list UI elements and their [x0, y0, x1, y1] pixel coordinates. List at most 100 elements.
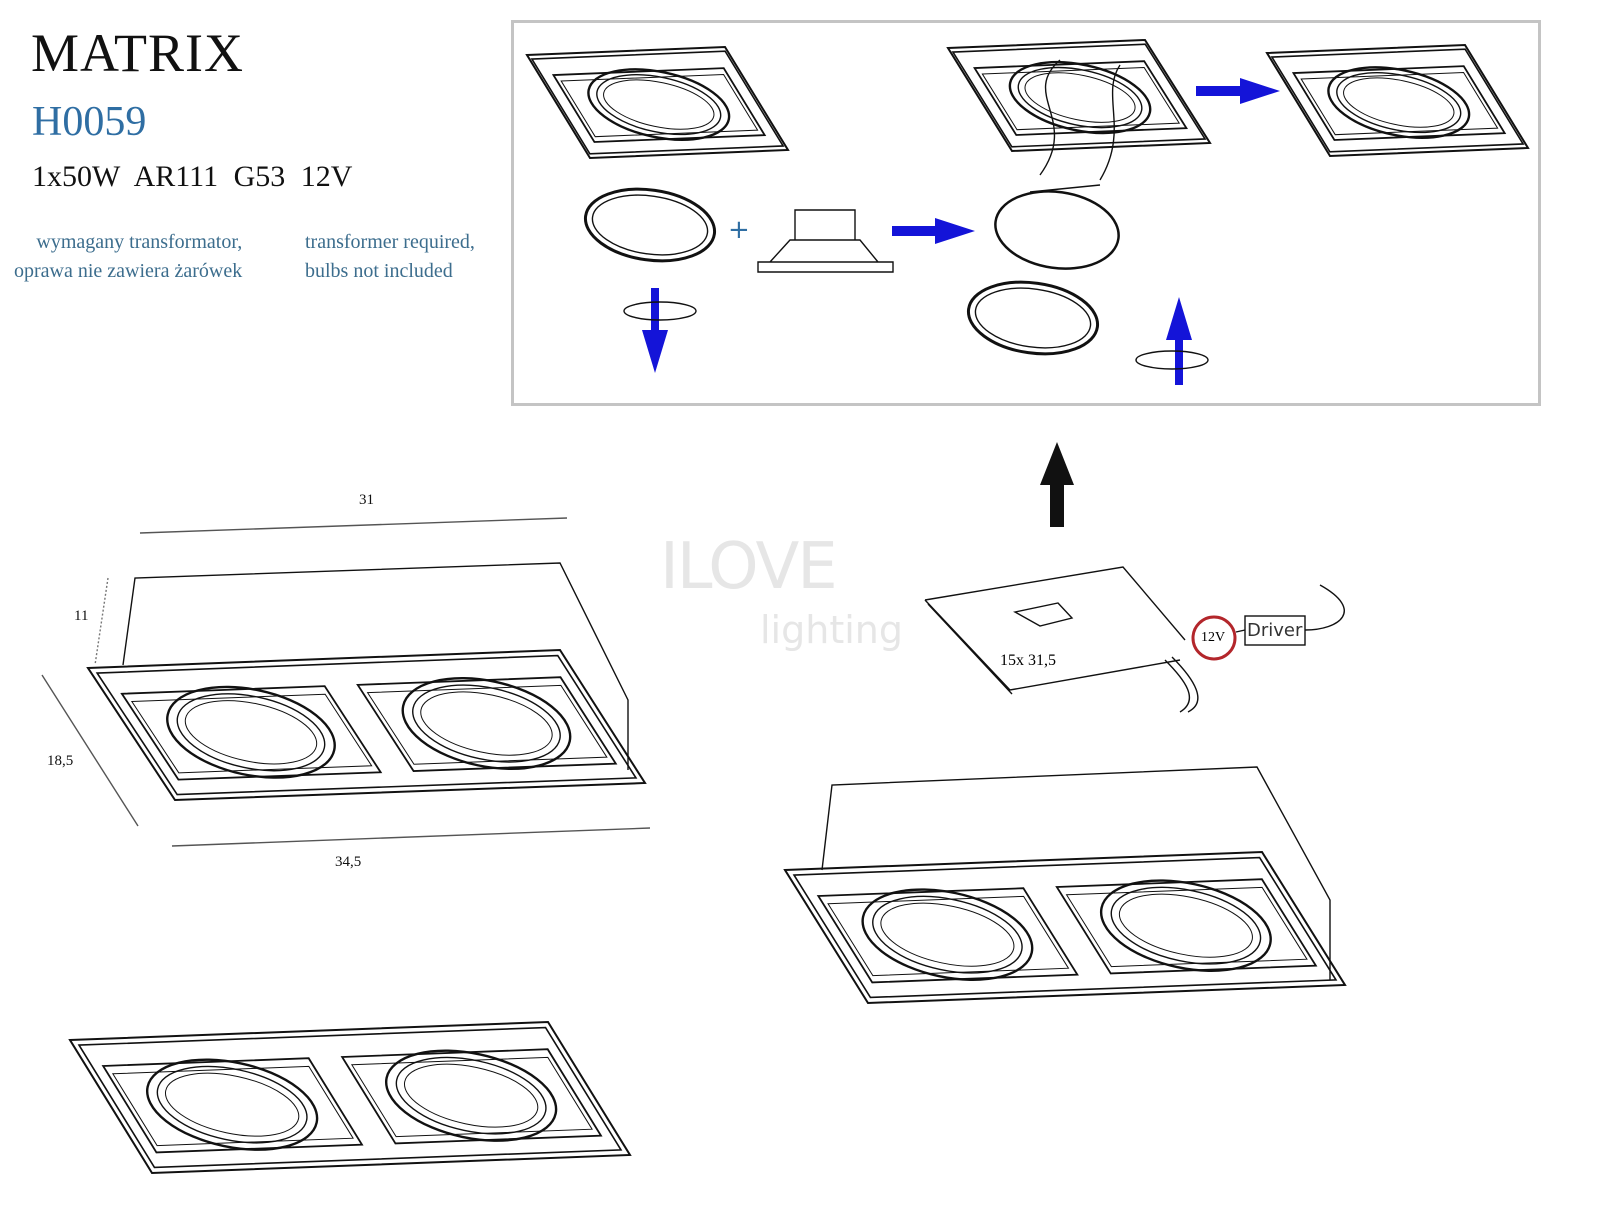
- dimension-width-bottom: 34,5: [335, 854, 362, 870]
- cutout-dimension: 15x 31,5: [1000, 652, 1056, 669]
- note-en-line2: bulbs not included: [305, 260, 453, 282]
- bulb-ring: [403, 1063, 539, 1128]
- bulb-ring: [1024, 72, 1136, 123]
- fixture-top-left-frame-inner: [95, 654, 638, 796]
- bulb-ring: [587, 68, 731, 141]
- bulb-ring: [401, 677, 572, 771]
- bulb-wires: [1029, 59, 1121, 193]
- fixture-bottom-left-cell-inner: [350, 1056, 593, 1138]
- bulb-ring: [880, 902, 1015, 967]
- fixture-bottom-left-cell: [101, 1057, 364, 1154]
- housing-box-right: [821, 766, 1331, 980]
- driver-box: [1244, 615, 1306, 646]
- bulb-ring: [176, 693, 326, 772]
- single-fixture-3-cell: [1291, 65, 1507, 141]
- single-fixture-1-frame-inner: [530, 50, 785, 155]
- fixture-top-left-cell: [356, 676, 618, 772]
- fixture-right-cell: [1055, 878, 1318, 975]
- bulb-ring: [420, 691, 553, 756]
- single-fixture-3-frame-inner: [1270, 48, 1525, 153]
- dimension-line-height: [94, 577, 109, 666]
- retaining-ring-icon-2: [966, 280, 1100, 356]
- note-pl-line2: oprawa nie zawiera żarówek: [14, 260, 243, 282]
- single-fixture-1-cell: [551, 67, 767, 143]
- fixture-right-frame-inner: [792, 856, 1338, 999]
- retaining-ring-inner: [591, 194, 709, 256]
- single-fixture-3-frame: [1265, 43, 1530, 158]
- fixture-bottom-left-cell: [340, 1048, 603, 1145]
- bulb-ring: [1343, 77, 1455, 128]
- single-fixture-3-cell-inner: [1300, 71, 1499, 136]
- bulb-ring: [1110, 886, 1262, 965]
- note-english: transformer required, bulbs not included: [305, 228, 475, 286]
- single-fixture-2-frame-inner: [951, 43, 1207, 148]
- bulb-ring: [145, 1058, 319, 1151]
- fixture-right-cell-inner: [1065, 886, 1308, 968]
- housing-box-left: [122, 562, 629, 770]
- rotate-ccw-icon: [623, 301, 697, 321]
- bulb-ring: [1336, 72, 1462, 134]
- rotate-cw-icon: [1135, 350, 1209, 370]
- down-arrow-icon: [642, 288, 668, 373]
- bulb-ring: [861, 888, 1034, 981]
- note-polish: wymagany transformator, oprawa nie zawie…: [14, 228, 242, 286]
- bulb-ring: [1008, 60, 1152, 135]
- bulb-ring: [166, 685, 336, 779]
- fixture-right-cell-inner: [827, 895, 1070, 977]
- fixture-drawings: [68, 38, 1530, 1175]
- plus-sign: +: [728, 215, 750, 245]
- bulb-ring: [412, 684, 561, 763]
- dimension-height: 11: [74, 608, 89, 624]
- cable: [1164, 584, 1345, 713]
- bulb-icon: [757, 209, 894, 273]
- up-arrow-blue-icon: [1166, 297, 1192, 385]
- bulb-ring: [164, 1072, 300, 1137]
- bulb-ring: [1118, 893, 1253, 958]
- driver-label: Driver: [1247, 620, 1303, 641]
- installation-instructions-box: [511, 20, 1541, 406]
- fixture-top-left-cell-inner: [366, 684, 608, 765]
- fixture-bottom-left-cell-inner: [111, 1065, 354, 1147]
- bulb-ring: [184, 700, 318, 765]
- single-fixture-1-frame: [525, 45, 790, 160]
- note-pl-line1: wymagany transformator,: [36, 231, 243, 253]
- dimension-depth: 18,5: [47, 753, 74, 769]
- fixture-bottom-left-frame: [68, 1020, 632, 1175]
- product-name: MATRIX: [31, 23, 245, 83]
- watermark-logo-sub: lighting: [760, 608, 903, 652]
- fixture-right-frame: [783, 850, 1347, 1005]
- retaining-ring-icon: [583, 187, 717, 263]
- voltage-circle: [1191, 615, 1237, 661]
- drawing-extras: [41, 59, 1345, 980]
- cutout-mark: [1013, 602, 1074, 627]
- bulb-ring: [395, 1056, 547, 1135]
- voltage-label: 12V: [1201, 630, 1226, 645]
- mounting-panel: [924, 566, 1186, 695]
- right-arrow-icon-2: [1196, 78, 1280, 104]
- product-specs: 1x50W AR111 G53 12V: [32, 160, 353, 193]
- single-fixture-2-cell: [973, 60, 1188, 136]
- bulb-ring: [596, 74, 722, 136]
- fixture-top-left-frame: [86, 648, 647, 802]
- bulb-ring: [603, 79, 715, 130]
- fixture-bottom-left-frame-inner: [77, 1026, 623, 1169]
- watermark-logo: ILOVE: [660, 530, 838, 604]
- bulb-ring: [384, 1049, 558, 1142]
- up-arrow-icon: [1040, 442, 1074, 527]
- bulb-ring: [1099, 879, 1272, 972]
- right-arrow-icon: [892, 218, 975, 244]
- single-fixture-2-cell-inner: [981, 66, 1181, 131]
- product-code: H0059: [32, 99, 147, 145]
- dimension-line-bottom: [171, 827, 651, 847]
- bulb-ring: [1017, 66, 1143, 129]
- bulb-ring: [872, 895, 1023, 974]
- fixture-top-left-cell: [120, 685, 383, 781]
- dimension-line-top: [139, 517, 568, 534]
- bulb-assembled-icon: [994, 190, 1120, 270]
- single-fixture-2-frame: [946, 38, 1212, 153]
- fixture-right-cell: [816, 887, 1079, 984]
- bulb-ring: [156, 1065, 308, 1144]
- dimension-width-top: 31: [359, 492, 374, 508]
- fixture-top-left-cell-inner: [130, 693, 373, 774]
